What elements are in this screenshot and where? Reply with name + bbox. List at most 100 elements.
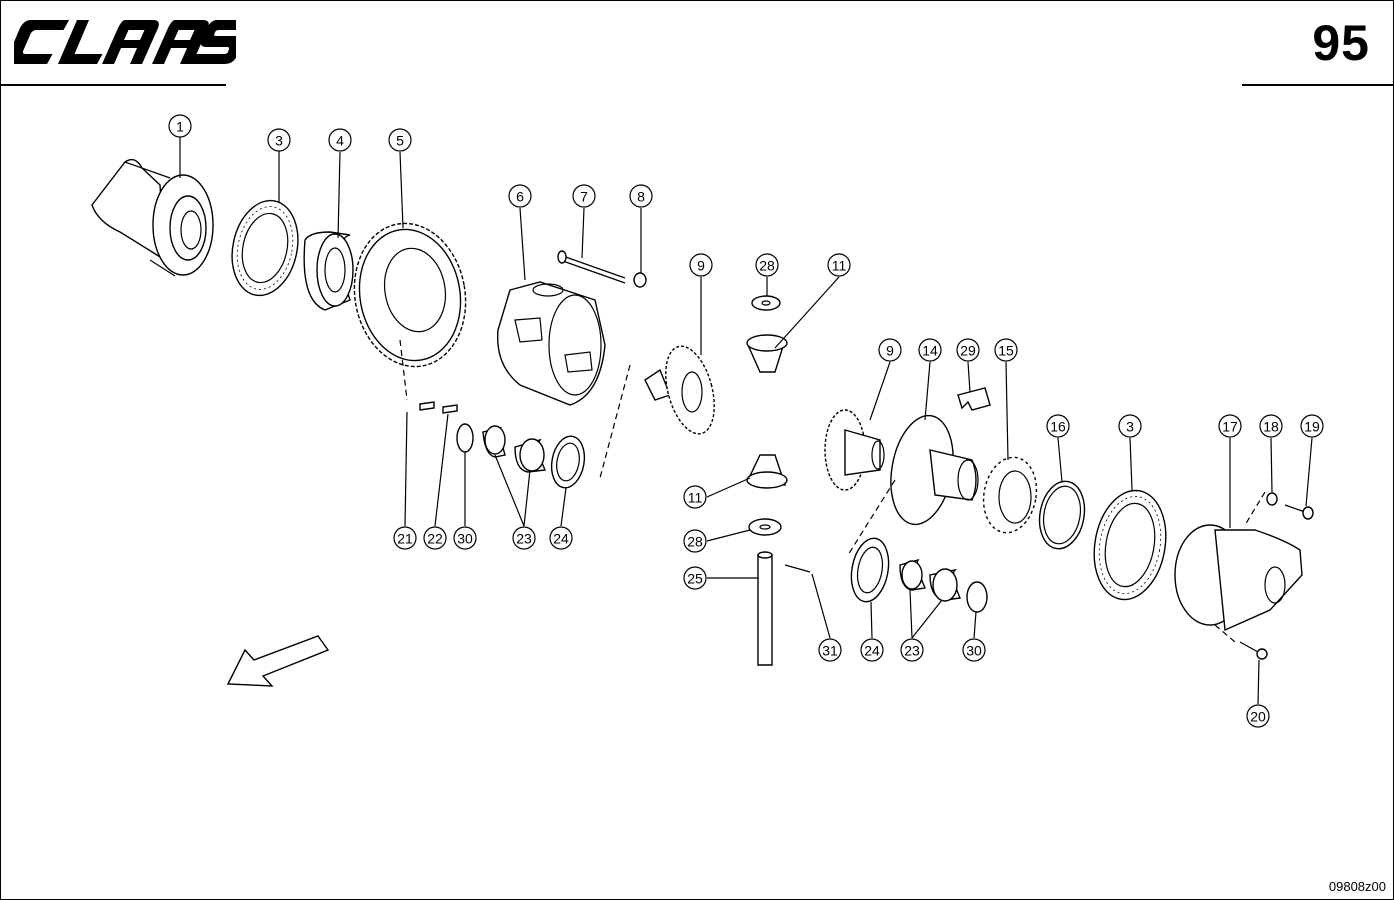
part-6-differential-case xyxy=(496,281,606,406)
callout-15: 15 xyxy=(994,338,1018,362)
callout-label: 23 xyxy=(516,531,532,547)
callout-23: 23 xyxy=(900,638,924,662)
callout-circle xyxy=(453,526,477,550)
callout-22: 22 xyxy=(423,526,447,550)
part-11-pinion-bottom xyxy=(746,454,788,489)
header-rule-right xyxy=(1242,84,1394,86)
callout-29: 29 xyxy=(956,338,980,362)
callout-30: 30 xyxy=(962,638,986,662)
callout-9: 9 xyxy=(878,338,902,362)
callout-11: 11 xyxy=(683,485,707,509)
callout-9: 9 xyxy=(689,253,713,277)
callout-label: 6 xyxy=(516,189,524,205)
callout-24: 24 xyxy=(860,638,884,662)
callout-label: 9 xyxy=(697,258,705,274)
callout-circle xyxy=(1300,414,1324,438)
callout-circle xyxy=(1218,414,1242,438)
callout-label: 15 xyxy=(998,343,1014,359)
assembly-line-2 xyxy=(599,364,631,479)
part-19-screw xyxy=(1284,504,1314,520)
page-number: 95 xyxy=(1312,15,1370,71)
callout-16: 16 xyxy=(1046,414,1070,438)
direction-arrow xyxy=(226,635,330,687)
part-11-pinion-top xyxy=(746,334,788,373)
callout-circle xyxy=(827,253,851,277)
claas-logo xyxy=(6,16,252,73)
callout-7: 7 xyxy=(572,184,596,208)
assembly-line-1 xyxy=(399,339,408,401)
callout-14: 14 xyxy=(918,338,942,362)
callout-circle xyxy=(267,128,291,152)
callout-11: 11 xyxy=(827,253,851,277)
callout-label: 17 xyxy=(1222,419,1238,435)
callout-circle xyxy=(900,638,924,662)
callout-label: 21 xyxy=(397,531,413,547)
callout-label: 11 xyxy=(832,258,847,274)
callout-5: 5 xyxy=(388,128,412,152)
assembly-line-4 xyxy=(1244,491,1266,526)
callout-label: 19 xyxy=(1304,419,1320,435)
callout-circle xyxy=(994,338,1018,362)
part-4-bearing-left xyxy=(303,231,354,311)
callout-3: 3 xyxy=(1118,414,1142,438)
callout-circle xyxy=(1046,414,1070,438)
callout-28: 28 xyxy=(755,253,779,277)
leader-lines xyxy=(179,137,1313,705)
callout-21: 21 xyxy=(393,526,417,550)
callout-circle xyxy=(689,253,713,277)
header-rule-left xyxy=(0,84,226,86)
callout-circle xyxy=(683,566,707,590)
callout-30: 30 xyxy=(453,526,477,550)
callout-label: 5 xyxy=(396,133,404,149)
part-3-gasket-left xyxy=(231,199,299,297)
callout-circle xyxy=(683,485,707,509)
callout-4: 4 xyxy=(328,128,352,152)
callout-label: 28 xyxy=(759,258,775,274)
small-parts-right-row xyxy=(850,537,988,613)
callout-28: 28 xyxy=(683,529,707,553)
callout-label: 20 xyxy=(1250,709,1266,725)
callout-label: 9 xyxy=(886,343,894,359)
callout-circle xyxy=(629,184,653,208)
callout-circle xyxy=(572,184,596,208)
part-14-hub xyxy=(890,414,979,526)
callout-circle xyxy=(388,128,412,152)
part-28-washer-top xyxy=(751,295,781,311)
callout-31: 31 xyxy=(818,638,842,662)
callout-circle xyxy=(956,338,980,362)
callout-24: 24 xyxy=(549,526,573,550)
callout-label: 3 xyxy=(1126,419,1134,435)
callout-label: 22 xyxy=(427,531,443,547)
part-17-housing-right xyxy=(1174,524,1303,632)
callout-circle xyxy=(512,526,536,550)
drawing-code: 09808z00 xyxy=(1328,879,1386,894)
callout-label: 16 xyxy=(1050,419,1066,435)
part-18-washer-small xyxy=(1266,492,1278,506)
callout-label: 11 xyxy=(688,490,703,506)
callout-label: 18 xyxy=(1263,419,1279,435)
part-3-gasket-right xyxy=(1093,489,1167,601)
callout-label: 25 xyxy=(687,571,703,587)
callout-circle xyxy=(918,338,942,362)
callout-17: 17 xyxy=(1218,414,1242,438)
callout-19: 19 xyxy=(1300,414,1324,438)
part-7-bolt xyxy=(557,250,626,284)
callout-23: 23 xyxy=(512,526,536,550)
part-31-pin xyxy=(784,564,811,573)
part-15-bearing-right xyxy=(982,456,1038,534)
callout-label: 8 xyxy=(637,189,645,205)
callout-circle xyxy=(328,128,352,152)
callout-circle xyxy=(393,526,417,550)
callout-circle xyxy=(755,253,779,277)
claas-logo-graphic xyxy=(6,20,252,64)
part-1-housing-flange xyxy=(91,158,214,277)
callout-label: 24 xyxy=(553,531,569,547)
callout-label: 30 xyxy=(457,531,473,547)
part-9-bevel-gear-right xyxy=(824,409,885,491)
callout-circle xyxy=(168,114,192,138)
part-8-nut xyxy=(633,272,647,288)
callout-25: 25 xyxy=(683,566,707,590)
callout-label: 1 xyxy=(176,119,184,135)
part-25-shaft xyxy=(757,551,773,666)
